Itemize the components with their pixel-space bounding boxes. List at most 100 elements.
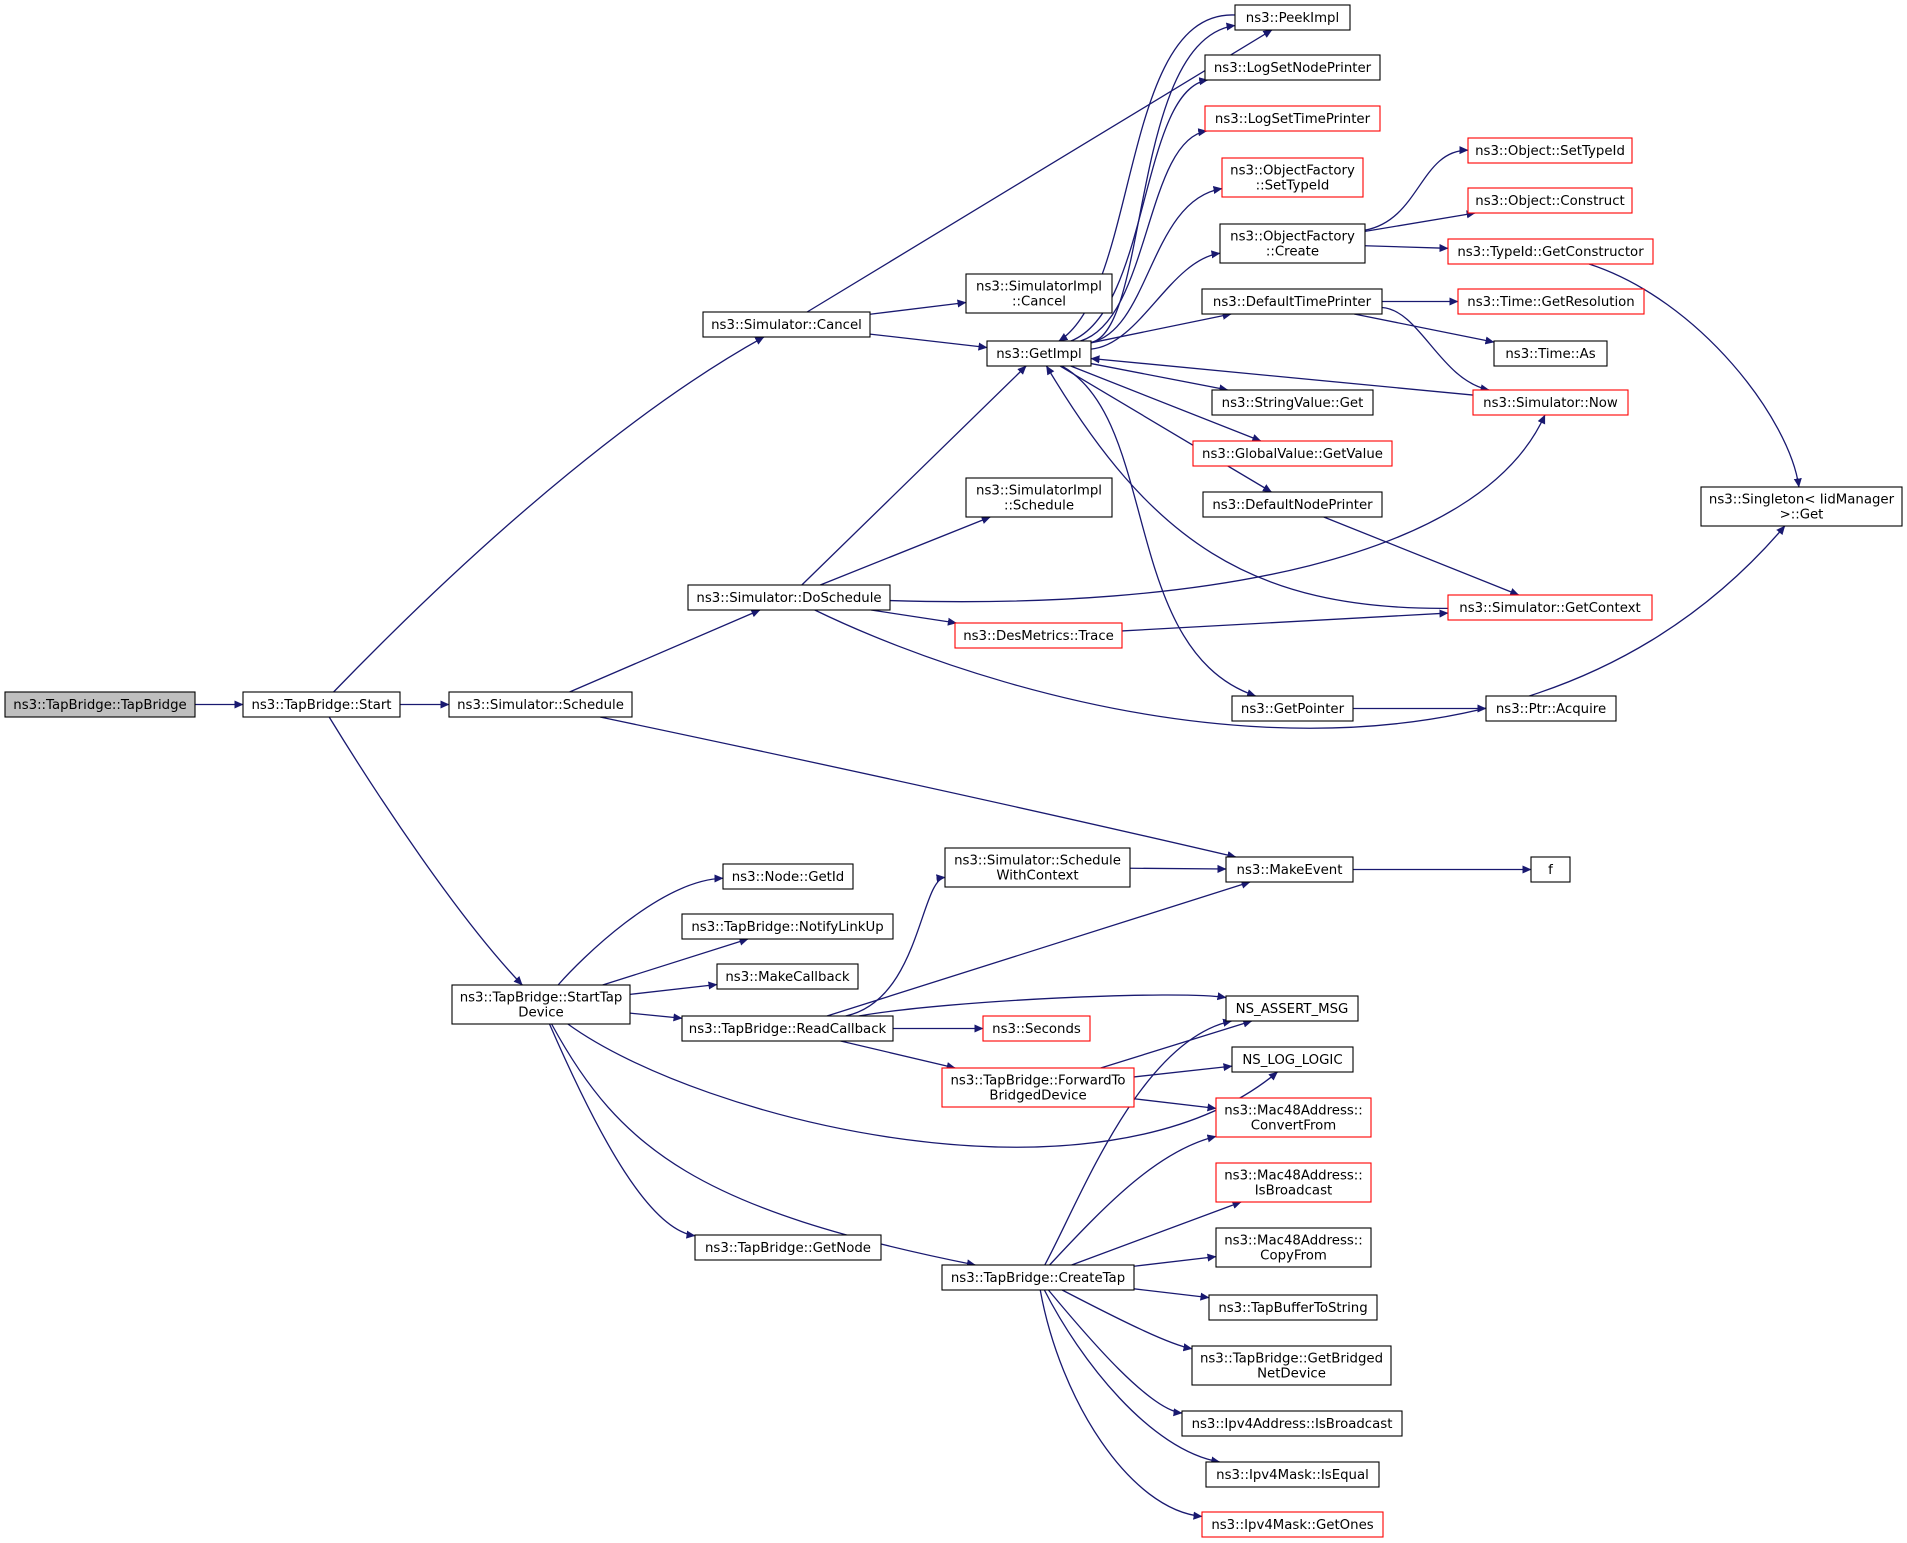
node-label: ns3::Mac48Address:: <box>1224 1169 1363 1184</box>
node-box <box>1204 54 1381 81</box>
edge-create-tap-to-mac48-isbroadcast <box>1071 1201 1242 1266</box>
edge-start-to-start-tap-device <box>328 716 523 986</box>
node-label: ns3::Simulator::Schedule <box>457 698 624 713</box>
node-getpointer[interactable]: ns3::GetPointer <box>1231 695 1354 722</box>
node-box <box>722 863 854 890</box>
node-label: ::Create <box>1266 245 1319 260</box>
node-read-callback[interactable]: ns3::TapBridge::ReadCallback <box>681 1015 894 1042</box>
node-time-as[interactable]: ns3::Time::As <box>1493 340 1608 367</box>
edge-sim-cancel-to-simimpl-cancel <box>869 299 967 315</box>
node-ipv4mask-isequal[interactable]: ns3::Ipv4Mask::IsEqual <box>1205 1461 1380 1488</box>
node-peekimpl[interactable]: ns3::PeekImpl <box>1234 4 1351 31</box>
node-box <box>944 847 1131 888</box>
node-getimpl[interactable]: ns3::GetImpl <box>986 340 1092 367</box>
node-typeid-getconstructor[interactable]: ns3::TypeId::GetConstructor <box>1447 238 1654 265</box>
node-label: ns3::Simulator::Cancel <box>711 318 862 333</box>
node-mac48-isbroadcast[interactable]: ns3::Mac48Address::IsBroadcast <box>1215 1162 1372 1203</box>
node-globalvalue-getvalue[interactable]: ns3::GlobalValue::GetValue <box>1192 440 1393 467</box>
node-sim-cancel[interactable]: ns3::Simulator::Cancel <box>702 311 871 338</box>
node-label: ns3::TapBridge::GetBridged <box>1200 1352 1383 1367</box>
node-stringvalue-get[interactable]: ns3::StringValue::Get <box>1211 389 1374 416</box>
node-notify-link-up[interactable]: ns3::TapBridge::NotifyLinkUp <box>681 913 894 940</box>
node-label: ns3::DefaultNodePrinter <box>1212 498 1373 513</box>
node-make-callback[interactable]: ns3::MakeCallback <box>716 963 859 990</box>
node-label: ns3::Simulator::GetContext <box>1459 601 1640 616</box>
node-box <box>965 477 1113 518</box>
node-box <box>448 691 633 718</box>
node-box <box>986 340 1092 367</box>
node-label: ns3::Singleton< IidManager <box>1709 493 1895 508</box>
node-seconds[interactable]: ns3::Seconds <box>982 1015 1091 1042</box>
node-label: ns3::TapBridge::ReadCallback <box>689 1022 887 1037</box>
node-mac48-copyfrom[interactable]: ns3::Mac48Address::CopyFrom <box>1215 1227 1372 1268</box>
node-time-getresolution[interactable]: ns3::Time::GetResolution <box>1457 288 1645 315</box>
edge-start-tap-device-to-read-callback <box>629 1012 683 1022</box>
node-box <box>1215 1227 1372 1268</box>
edge-sim-doschedule-to-singleton-get <box>814 525 1786 729</box>
node-label: ns3::SimulatorImpl <box>976 280 1102 295</box>
node-ns-log-logic[interactable]: NS_LOG_LOGIC <box>1231 1046 1354 1073</box>
node-box <box>1467 137 1633 164</box>
node-label: ::SetTypeId <box>1256 179 1330 194</box>
node-sim-doschedule[interactable]: ns3::Simulator::DoSchedule <box>687 584 891 611</box>
node-make-event[interactable]: ns3::MakeEvent <box>1225 856 1354 883</box>
edge-sim-schedule-wctx-to-make-event <box>1129 864 1227 873</box>
edge-create-tap-to-mac48-convertfrom <box>1049 1134 1217 1266</box>
node-label: ns3::TapBridge::NotifyLinkUp <box>691 920 883 935</box>
node-ipv4addr-isbroadcast[interactable]: ns3::Ipv4Address::IsBroadcast <box>1181 1410 1403 1437</box>
node-box <box>1530 856 1571 883</box>
node-ipv4mask-getones[interactable]: ns3::Ipv4Mask::GetOnes <box>1201 1511 1384 1538</box>
node-label: ::Cancel <box>1012 295 1066 310</box>
node-box <box>1225 856 1354 883</box>
node-f[interactable]: f <box>1530 856 1571 883</box>
node-object-settypeid[interactable]: ns3::Object::SetTypeId <box>1467 137 1633 164</box>
node-sim-getcontext[interactable]: ns3::Simulator::GetContext <box>1447 594 1653 621</box>
edge-create-tap-to-ns-assert-msg <box>1044 1018 1233 1266</box>
node-sim-now[interactable]: ns3::Simulator::Now <box>1472 389 1629 416</box>
node-label: >::Get <box>1780 508 1824 523</box>
node-tapbridge-getnode[interactable]: ns3::TapBridge::GetNode <box>694 1234 882 1261</box>
node-mac48-convertfrom[interactable]: ns3::Mac48Address::ConvertFrom <box>1215 1097 1372 1138</box>
edge-start-tap-device-to-tapbridge-getnode <box>548 1023 696 1239</box>
edge-sim-getcontext-to-getimpl <box>1045 365 1449 610</box>
node-ptr-acquire[interactable]: ns3::Ptr::Acquire <box>1485 695 1617 722</box>
node-sim-schedule[interactable]: ns3::Simulator::Schedule <box>448 691 633 718</box>
edge-getimpl-to-objfactory-settypeid <box>1090 185 1223 344</box>
edge-create-tap-to-ipv4addr-isbroadcast <box>1047 1289 1183 1417</box>
edge-start-tap-device-to-ns-log-logic <box>567 1023 1278 1148</box>
node-box <box>716 963 859 990</box>
node-default-time-printer[interactable]: ns3::DefaultTimePrinter <box>1201 288 1383 315</box>
edge-getimpl-to-default-node-printer <box>1059 365 1272 493</box>
node-log-set-time-printer[interactable]: ns3::LogSetTimePrinter <box>1204 105 1381 132</box>
node-tapbridge-ctor[interactable]: ns3::TapBridge::TapBridge <box>4 691 196 718</box>
node-ns-assert-msg[interactable]: NS_ASSERT_MSG <box>1225 995 1359 1022</box>
node-box <box>1201 1511 1384 1538</box>
edge-objfactory-create-to-object-settypeid <box>1364 146 1469 231</box>
edge-objfactory-create-to-object-construct <box>1364 210 1476 233</box>
node-object-construct[interactable]: ns3::Object::Construct <box>1467 187 1633 214</box>
node-tap-buffer-to-string[interactable]: ns3::TapBufferToString <box>1208 1294 1378 1321</box>
node-create-tap[interactable]: ns3::TapBridge::CreateTap <box>941 1264 1135 1291</box>
node-simimpl-schedule[interactable]: ns3::SimulatorImpl::Schedule <box>965 477 1113 518</box>
node-label: WithContext <box>996 869 1078 884</box>
node-label: ns3::TapBridge::ForwardTo <box>950 1074 1125 1089</box>
node-log-set-node-printer[interactable]: ns3::LogSetNodePrinter <box>1204 54 1381 81</box>
node-node-getid[interactable]: ns3::Node::GetId <box>722 863 854 890</box>
node-simimpl-cancel[interactable]: ns3::SimulatorImpl::Cancel <box>965 273 1113 314</box>
node-objfactory-settypeid[interactable]: ns3::ObjectFactory::SetTypeId <box>1221 157 1364 198</box>
node-singleton-get[interactable]: ns3::Singleton< IidManager>::Get <box>1700 486 1903 527</box>
edge-sim-cancel-to-getimpl <box>869 333 988 351</box>
edge-desmetrics-trace-to-sim-getcontext <box>1121 609 1449 632</box>
node-start[interactable]: ns3::TapBridge::Start <box>242 691 401 718</box>
node-label: NS_ASSERT_MSG <box>1236 1002 1349 1017</box>
node-label: NetDevice <box>1257 1367 1326 1382</box>
node-objfactory-create[interactable]: ns3::ObjectFactory::Create <box>1219 223 1366 264</box>
node-label: ns3::TapBridge::CreateTap <box>951 1271 1125 1286</box>
node-default-node-printer[interactable]: ns3::DefaultNodePrinter <box>1202 491 1383 518</box>
edge-typeid-getconstructor-to-singleton-get <box>1588 263 1802 488</box>
node-desmetrics-trace[interactable]: ns3::DesMetrics::Trace <box>954 622 1123 649</box>
